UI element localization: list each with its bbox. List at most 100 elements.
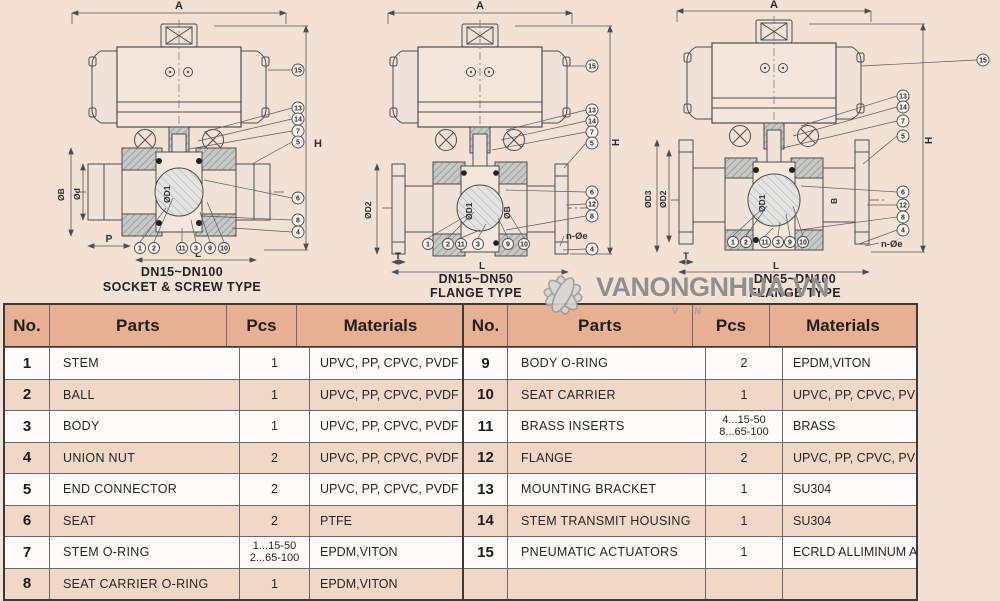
no-cell: 8	[22, 575, 32, 593]
materials-cell: UPVC, PP, CPVC, PVDF	[782, 379, 916, 410]
dim-OB: ØB	[502, 206, 512, 219]
caption-range: DN15~DN50	[439, 272, 514, 286]
pcs-cell: 2	[239, 505, 309, 536]
no-cell: 1	[22, 354, 32, 372]
dim-T: T	[683, 251, 689, 262]
dim-OD1: ØD1	[757, 194, 767, 212]
table-row: 14 STEM TRANSMIT HOUSING 1 SU304	[464, 504, 916, 536]
part-cell: BALL	[49, 379, 239, 410]
svg-text:8: 8	[901, 215, 905, 222]
svg-text:1: 1	[731, 240, 735, 247]
header-no: No.	[13, 315, 41, 335]
svg-text:10: 10	[520, 242, 528, 249]
svg-text:3: 3	[776, 240, 780, 247]
svg-text:3: 3	[194, 246, 198, 253]
dim-H: H	[611, 139, 622, 146]
no-cell: 6	[22, 512, 32, 530]
svg-text:12: 12	[899, 203, 907, 210]
no-cell: 14	[477, 512, 494, 530]
caption-type: SOCKET & SCREW TYPE	[103, 280, 261, 294]
svg-text:1: 1	[138, 246, 142, 253]
table-row: 13 MOUNTING BRACKET 1 SU304	[464, 473, 916, 505]
materials-cell	[782, 568, 916, 599]
no-cell: 9	[481, 354, 490, 372]
materials-cell: UPVC, PP, CPVC, PVDF	[309, 474, 464, 505]
dim-L: L	[195, 249, 201, 260]
pcs-cell: 2	[239, 474, 309, 505]
materials-cell: UPVC, PP, CPVC, PVDF	[309, 348, 464, 379]
dim-A: A	[770, 0, 778, 11]
no-cell: 11	[477, 417, 494, 435]
dim-T: T	[395, 251, 401, 262]
svg-text:4: 4	[296, 230, 300, 237]
part-cell: PNEUMATIC ACTUATORS	[507, 537, 705, 568]
part-cell: STEM O-RING	[49, 537, 239, 568]
pcs-cell: 1	[705, 505, 782, 536]
no-cell: 5	[22, 480, 32, 498]
materials-cell: PTFE	[309, 505, 464, 536]
svg-text:11: 11	[761, 240, 769, 247]
callouts-right: 15 13 14 7 5 6 12 8 4	[782, 53, 990, 245]
callouts-bottom: 1 2 11 3 9 10	[422, 211, 530, 250]
materials-cell: SU304	[782, 474, 916, 505]
caption-type: FLANGE TYPE	[749, 286, 841, 300]
parts-table-right: No. Parts Pcs Materials 9 BODY O-RING 2 …	[462, 303, 918, 601]
pcs-cell: 1	[239, 379, 309, 410]
callouts-right: 15 13 14 7 5 6 8 4	[188, 63, 305, 239]
part-cell	[507, 568, 705, 599]
diagram-flange-type-large: A H ØD3 ØD2 ØD1 B T L n-Øe 15 13 14 7 5 …	[643, 0, 990, 300]
header-pcs: Pcs	[692, 305, 769, 346]
no-cell: 12	[477, 449, 494, 467]
dimensions: A H ØB Ød ØD1 P L	[56, 0, 322, 263]
part-cell: END CONNECTOR	[49, 474, 239, 505]
dim-A: A	[476, 0, 484, 12]
table-row: 1 STEM 1 UPVC, PP, CPVC, PVDF	[5, 347, 464, 379]
svg-text:10: 10	[799, 240, 807, 247]
table-row: 10 SEAT CARRIER 1 UPVC, PP, CPVC, PVDF	[464, 378, 916, 410]
callouts-right: 15 13 14 7 5 6 12 8 4	[491, 59, 599, 256]
materials-cell: UPVC, PP, CPVC, PVDF	[309, 379, 464, 410]
svg-text:13: 13	[588, 108, 596, 115]
part-cell: SEAT CARRIER O-RING	[49, 568, 239, 599]
svg-text:2: 2	[744, 240, 748, 247]
materials-cell: BRASS	[782, 411, 916, 442]
no-cell: 3	[22, 417, 32, 435]
table-row: 3 BODY 1 UPVC, PP, CPVC, PVDF	[5, 410, 464, 442]
table-row: 12 FLANGE 2 UPVC, PP, CPVC, PVDF	[464, 441, 916, 473]
pcs-cell: 1	[239, 568, 309, 599]
part-cell: SEAT	[49, 505, 239, 536]
materials-cell: EPDM,VITON	[309, 568, 464, 599]
svg-text:2: 2	[152, 246, 156, 253]
dim-OD3: ØD3	[643, 190, 653, 208]
caption-range: DN65~DN100	[754, 272, 836, 286]
no-cell: 15	[477, 543, 494, 561]
svg-text:5: 5	[901, 134, 905, 141]
table-row: 4 UNION NUT 2 UPVC, PP, CPVC, PVDF	[5, 441, 464, 473]
dim-H: H	[314, 138, 322, 150]
part-cell: BODY	[49, 411, 239, 442]
svg-text:8: 8	[590, 214, 594, 221]
dim-n-Oe: n-Øe	[566, 231, 588, 242]
svg-text:3: 3	[476, 242, 480, 249]
dim-L: L	[479, 261, 485, 272]
pcs-cell: 2	[705, 348, 782, 379]
table-row: 8 SEAT CARRIER O-RING 1 EPDM,VITON	[5, 567, 464, 599]
dim-P: P	[106, 234, 113, 245]
dim-OB: ØB	[56, 188, 66, 201]
dim-Od: Ød	[72, 188, 82, 200]
materials-cell: EPDM,VITON	[309, 537, 464, 568]
header-materials: Materials	[296, 305, 464, 346]
svg-text:5: 5	[296, 140, 300, 147]
svg-text:15: 15	[979, 58, 987, 65]
parts-table-left: No. Parts Pcs Materials 1 STEM 1 UPVC, P…	[3, 303, 466, 601]
svg-text:12: 12	[588, 202, 596, 209]
pcs-cell: 2	[705, 442, 782, 473]
table-header-row: No. Parts Pcs Materials	[5, 305, 464, 347]
table-row: 15 PNEUMATIC ACTUATORS 1 ECRLD ALLIMINUM…	[464, 536, 916, 568]
svg-text:11: 11	[457, 242, 465, 249]
svg-text:7: 7	[590, 130, 594, 137]
valve-body-drawing	[671, 129, 885, 251]
table-row	[464, 567, 916, 599]
svg-text:15: 15	[294, 68, 302, 75]
